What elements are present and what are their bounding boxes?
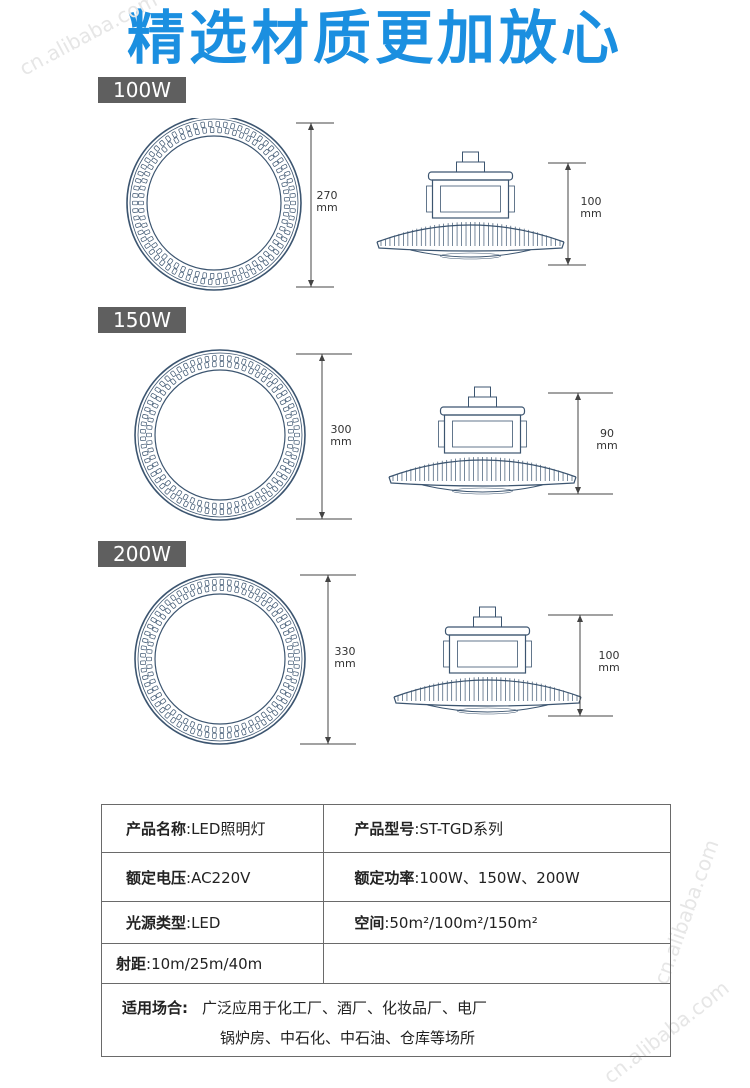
height-label: 90 mm (592, 428, 622, 452)
side-view-drawing (388, 386, 577, 495)
dimension-line (296, 353, 352, 520)
height-unit: mm (596, 439, 618, 452)
usage-text-line1: 广泛应用于化工厂、酒厂、化妆品厂、电厂 (202, 999, 488, 1017)
diameter-value: 270 (316, 189, 338, 202)
front-view-drawing (134, 573, 306, 745)
diameter-value: 300 (330, 423, 352, 436)
spec-cell-model: 产品型号:ST-TGD系列 (323, 804, 671, 853)
spec-label: 额定功率 (354, 868, 415, 887)
diameter-label: 300 mm (326, 424, 356, 448)
page-headline: 精选材质更加放心 (126, 4, 623, 72)
spec-cell-usage: 适用场合: 广泛应用于化工厂、酒厂、化妆品厂、电厂 锅炉房、中石化、中石油、仓库等… (101, 983, 671, 1057)
spec-label: 空间 (354, 914, 385, 932)
spec-cell-space: 空间:50m²/100m²/150m² (323, 901, 671, 944)
height-unit: mm (580, 207, 602, 220)
diameter-unit: mm (330, 435, 352, 448)
diameter-unit: mm (316, 201, 338, 214)
spec-value: :10m/25m/40m (146, 955, 263, 973)
side-view-drawing (376, 151, 565, 260)
spec-cell-power: 额定功率:100W、150W、200W (323, 852, 671, 902)
height-label: 100 mm (594, 650, 624, 674)
table-row: 光源类型:LED 空间:50m²/100m²/150m² (100, 901, 671, 944)
table-row: 适用场合: 广泛应用于化工厂、酒厂、化妆品厂、电厂 锅炉房、中石化、中石油、仓库等… (101, 983, 671, 1057)
spec-value: :AC220V (186, 868, 251, 887)
spec-table: 产品名称:LED照明灯 产品型号:ST-TGD系列 额定电压:AC220V 额定… (100, 804, 671, 1057)
height-value: 100 (598, 649, 620, 662)
height-value: 90 (600, 427, 614, 440)
spec-value: :LED (186, 914, 221, 932)
diameter-value: 330 (334, 645, 356, 658)
dimension-line (300, 574, 356, 745)
spec-cell-voltage: 额定电压:AC220V (100, 852, 325, 902)
height-label: 100 mm (576, 196, 606, 220)
spec-value: :LED照明灯 (186, 820, 266, 838)
spec-cell-light-source: 光源类型:LED (100, 901, 325, 944)
table-row: 额定电压:AC220V 额定功率:100W、150W、200W (100, 852, 671, 902)
spec-label: 光源类型 (126, 914, 187, 932)
spec-cell-product-name: 产品名称:LED照明灯 (100, 804, 325, 853)
front-view-drawing (134, 349, 306, 521)
table-row: 射距:10m/25m/40m (100, 943, 671, 984)
spec-label: 额定电压 (126, 868, 187, 887)
wattage-label-200w: 200W (98, 541, 186, 567)
height-value: 100 (580, 195, 602, 208)
front-view-drawing (126, 118, 302, 291)
table-row: 产品名称:LED照明灯 产品型号:ST-TGD系列 (100, 804, 671, 853)
spec-cell-range: 射距:10m/25m/40m (100, 943, 325, 984)
diameter-label: 330 mm (330, 646, 360, 670)
wattage-label-150w: 150W (98, 307, 186, 333)
dimension-line (548, 614, 613, 717)
diameter-unit: mm (334, 657, 356, 670)
dimension-line (296, 122, 334, 288)
usage-text-line2: 锅炉房、中石化、中石油、仓库等场所 (220, 1029, 476, 1047)
spec-value: :ST-TGD系列 (414, 820, 504, 838)
spec-label: 射距 (116, 955, 147, 973)
diameter-label: 270 mm (312, 190, 342, 214)
height-unit: mm (598, 661, 620, 674)
spec-label: 产品型号 (354, 820, 415, 838)
side-view-drawing (393, 606, 582, 715)
spec-cell-empty (323, 943, 671, 984)
spec-label: 产品名称 (126, 820, 187, 838)
dimension-line (548, 392, 613, 495)
spec-value: :100W、150W、200W (414, 868, 580, 887)
spec-value: :50m²/100m²/150m² (384, 914, 538, 932)
dimension-line (548, 162, 586, 266)
wattage-label-100w: 100W (98, 77, 186, 103)
spec-label: 适用场合: (122, 999, 188, 1017)
